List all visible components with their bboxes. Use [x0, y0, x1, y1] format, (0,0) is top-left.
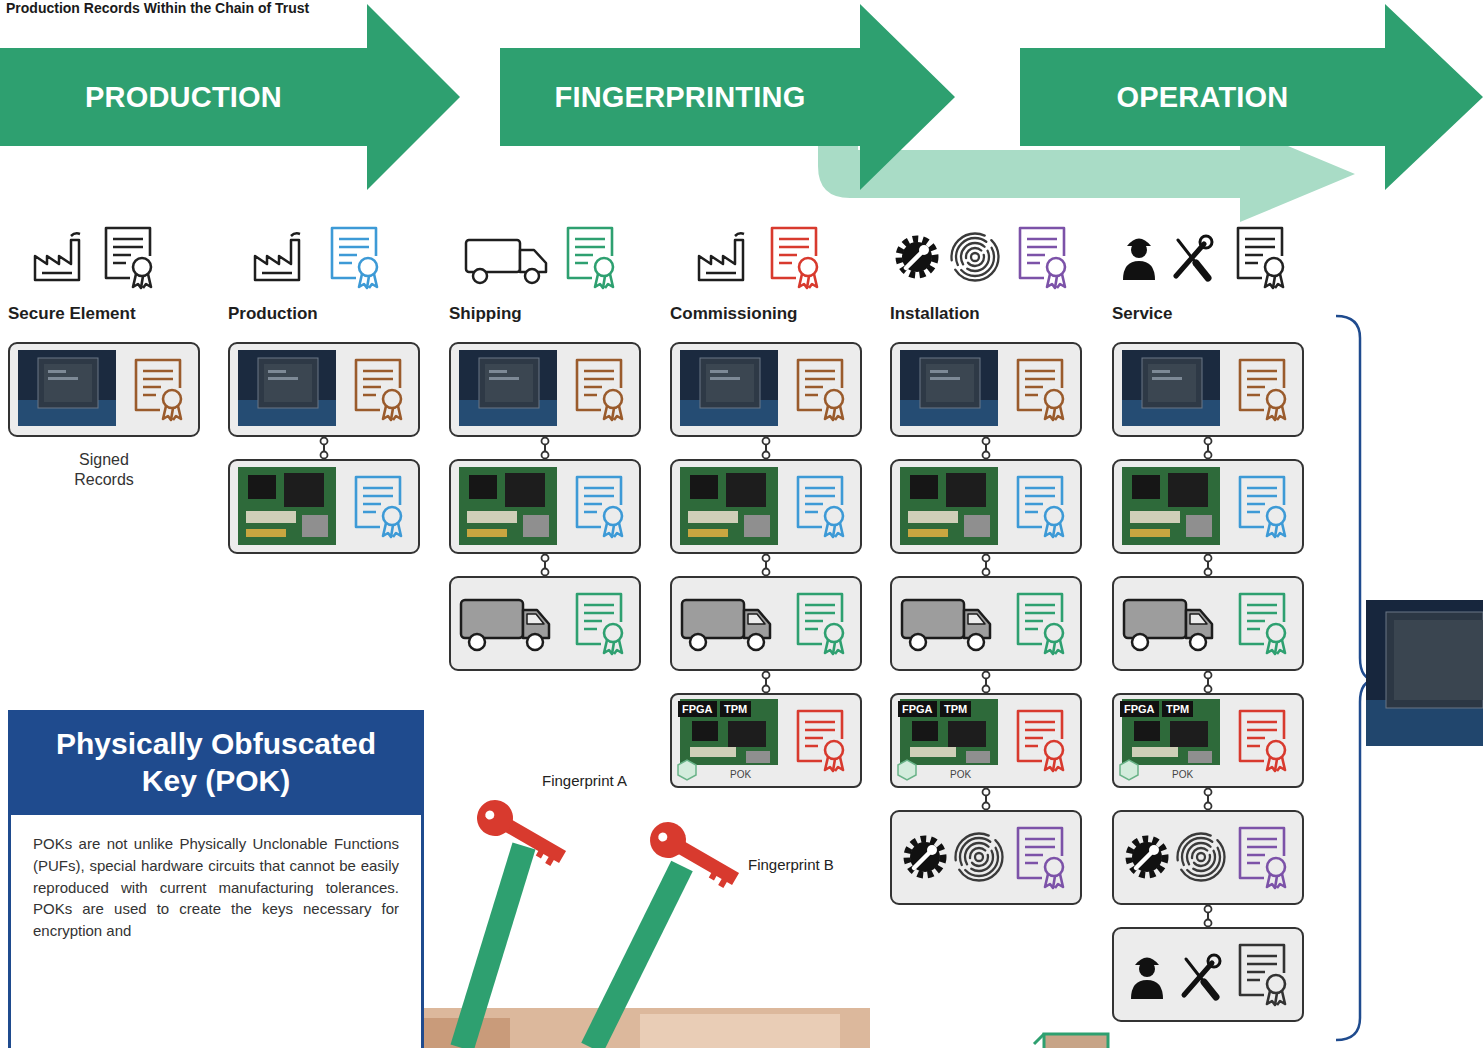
- chain-link: [983, 555, 990, 576]
- phase-label: OPERATION: [1020, 48, 1385, 146]
- key-stem: [462, 846, 524, 1048]
- chain-link: [542, 438, 549, 459]
- worker-icon: [1123, 239, 1155, 281]
- board-record-box: FPGATPM POK: [890, 693, 1082, 788]
- chip-photo: [1366, 600, 1483, 746]
- fingerprint-icon: [952, 234, 999, 281]
- gear-icon: [899, 239, 935, 275]
- phase-label: PRODUCTION: [0, 48, 367, 146]
- fingerprint-label: Fingerprint A: [540, 772, 629, 789]
- column-heading: Installation: [890, 304, 980, 324]
- chain-link: [763, 438, 770, 459]
- chain-link: [1205, 789, 1212, 810]
- factory-icon: [699, 233, 744, 280]
- certificate-icon: [1238, 228, 1283, 288]
- phase-arrow-fill: [500, 4, 955, 190]
- component-tag: FPGA: [1120, 701, 1159, 717]
- certificate-icon: [1020, 228, 1065, 288]
- hand-photo-detail: [640, 1014, 840, 1048]
- component-tag: TPM: [1162, 701, 1193, 717]
- commissioning-record: [1113, 694, 1303, 787]
- production-record: [671, 460, 861, 553]
- phase-arrow-fill: [1020, 4, 1483, 190]
- component-tag: FPGA: [678, 701, 717, 717]
- column-heading: Production: [228, 304, 318, 324]
- factory-icon: [255, 233, 300, 280]
- component-tag: FPGA: [898, 701, 937, 717]
- service-record: [1113, 928, 1303, 1021]
- chain-link: [321, 438, 328, 459]
- truck-icon: [466, 240, 546, 283]
- secure-element-record: [229, 343, 419, 436]
- fingerprint-label: Fingerprint B: [746, 856, 836, 873]
- key-icon: [643, 815, 744, 894]
- tools-icon: [1176, 236, 1212, 278]
- shipping-record: [1113, 577, 1303, 670]
- box-caption: Signed Records: [64, 450, 144, 490]
- installation-record: [891, 811, 1081, 904]
- pok-caption: POK: [730, 769, 751, 781]
- shipping-record: [450, 577, 640, 670]
- chain-link: [1205, 672, 1212, 693]
- page-title: Production Records Within the Chain of T…: [6, 0, 309, 16]
- key-icon: [470, 793, 571, 872]
- phase-arrow: FINGERPRINTING: [500, 0, 955, 194]
- secure-element-record: [891, 343, 1081, 436]
- secure-element-record: [450, 343, 640, 436]
- chain-link: [983, 438, 990, 459]
- certificate-icon: [332, 228, 377, 288]
- shipping-record: [891, 577, 1081, 670]
- production-record: [229, 460, 419, 553]
- certificate-icon: [772, 228, 817, 288]
- secure-element-record: [1113, 343, 1303, 436]
- chain-link: [542, 555, 549, 576]
- chain-link: [1205, 555, 1212, 576]
- phase-label: FINGERPRINTING: [500, 48, 860, 146]
- commissioning-record: [891, 694, 1081, 787]
- chain-link: [1205, 438, 1212, 459]
- board-record-box: FPGATPM POK: [1112, 693, 1304, 788]
- chain-link: [763, 672, 770, 693]
- production-record: [1113, 460, 1303, 553]
- column-heading: Shipping: [449, 304, 522, 324]
- production-record: [891, 460, 1081, 553]
- component-tag: TPM: [720, 701, 751, 717]
- info-panel: Physically Obfuscated Key (POK)POKs are …: [8, 710, 424, 1048]
- phase-arrow-fill: [0, 4, 460, 190]
- shipping-record: [671, 577, 861, 670]
- board-record-box: FPGATPM POK: [670, 693, 862, 788]
- commissioning-record: [671, 694, 861, 787]
- chip-top: [1394, 620, 1483, 700]
- inset-pointer: [1034, 1034, 1044, 1044]
- panel-heading: Physically Obfuscated Key (POK): [11, 710, 421, 815]
- key-stem: [592, 866, 682, 1048]
- secure-element-record: [9, 343, 199, 436]
- chip-package: [1386, 612, 1483, 708]
- column-heading: Secure Element: [8, 304, 136, 324]
- inset-photo: [1044, 1034, 1108, 1048]
- column-heading: Service: [1112, 304, 1173, 324]
- phase-arrow: PRODUCTION: [0, 0, 460, 194]
- secure-element-record: [671, 343, 861, 436]
- pok-caption: POK: [1172, 769, 1193, 781]
- chain-link: [983, 672, 990, 693]
- installation-record: [1113, 811, 1303, 904]
- panel-body-text: POKs are not unlike Physically Unclonabl…: [11, 815, 421, 942]
- factory-icon: [35, 233, 80, 280]
- chain-link: [1205, 906, 1212, 927]
- phase-arrow: OPERATION: [1020, 0, 1483, 194]
- certificate-icon: [106, 228, 151, 288]
- certificate-icon: [568, 228, 613, 288]
- chain-link: [983, 789, 990, 810]
- component-tag: TPM: [940, 701, 971, 717]
- chain-link: [763, 555, 770, 576]
- column-heading: Commissioning: [670, 304, 798, 324]
- production-record: [450, 460, 640, 553]
- pok-caption: POK: [950, 769, 971, 781]
